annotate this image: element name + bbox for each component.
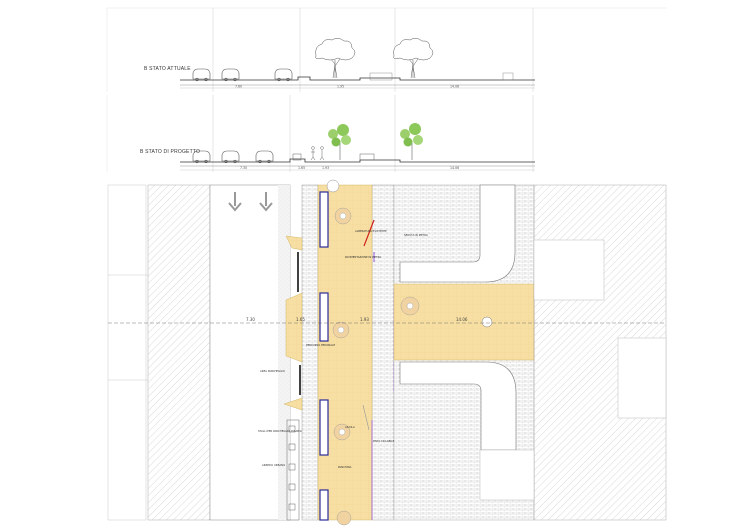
annotation-label: PANCHINA — [338, 465, 352, 469]
dim-right: 14.06 — [456, 317, 468, 322]
svg-text:14.06: 14.06 — [450, 85, 459, 89]
tree-icon — [315, 38, 434, 79]
annotation-label: ARREDO URBANO — [262, 463, 285, 467]
section-title-project: B STATO DI PROGETTO — [140, 149, 201, 155]
svg-text:7.30: 7.30 — [240, 166, 247, 170]
annotation-label: PAVIMENTAZIONE IN PIETRA — [345, 255, 381, 259]
annotation-label: PERCORSO PEDONALE — [306, 343, 335, 347]
dim-mid: 1.93 — [360, 317, 369, 322]
svg-text:7.60: 7.60 — [235, 85, 242, 89]
annotation-label: SEDUTA IN PIETRA — [404, 233, 428, 237]
section-current: 7.60 1.95 14.06 — [106, 7, 667, 92]
section-title-current: B STATO ATTUALE — [144, 66, 191, 72]
dim-center: 1.65 — [296, 317, 305, 322]
annotation-label: AIUOLA — [345, 425, 355, 429]
annotation-label: PISTA CICLABILE — [373, 439, 395, 443]
annotation-label: ALBERATURA ESISTENTE — [355, 229, 387, 233]
car-icon — [192, 68, 293, 82]
annotation-label: STALLI PER PARCHEGGIO DISABILI — [258, 429, 302, 433]
annotation-label: AREA PARCHEGGIO — [260, 369, 285, 373]
svg-text:1.95: 1.95 — [337, 85, 344, 89]
section-project: 7.30 1.65 1.93 14.06 — [106, 95, 535, 172]
svg-text:14.06: 14.06 — [450, 166, 459, 170]
svg-text:1.93: 1.93 — [322, 166, 329, 170]
svg-text:1.65: 1.65 — [298, 166, 305, 170]
new-tree-icon — [328, 123, 423, 160]
dim-left: 7.30 — [246, 317, 255, 322]
site-plan — [107, 179, 667, 526]
